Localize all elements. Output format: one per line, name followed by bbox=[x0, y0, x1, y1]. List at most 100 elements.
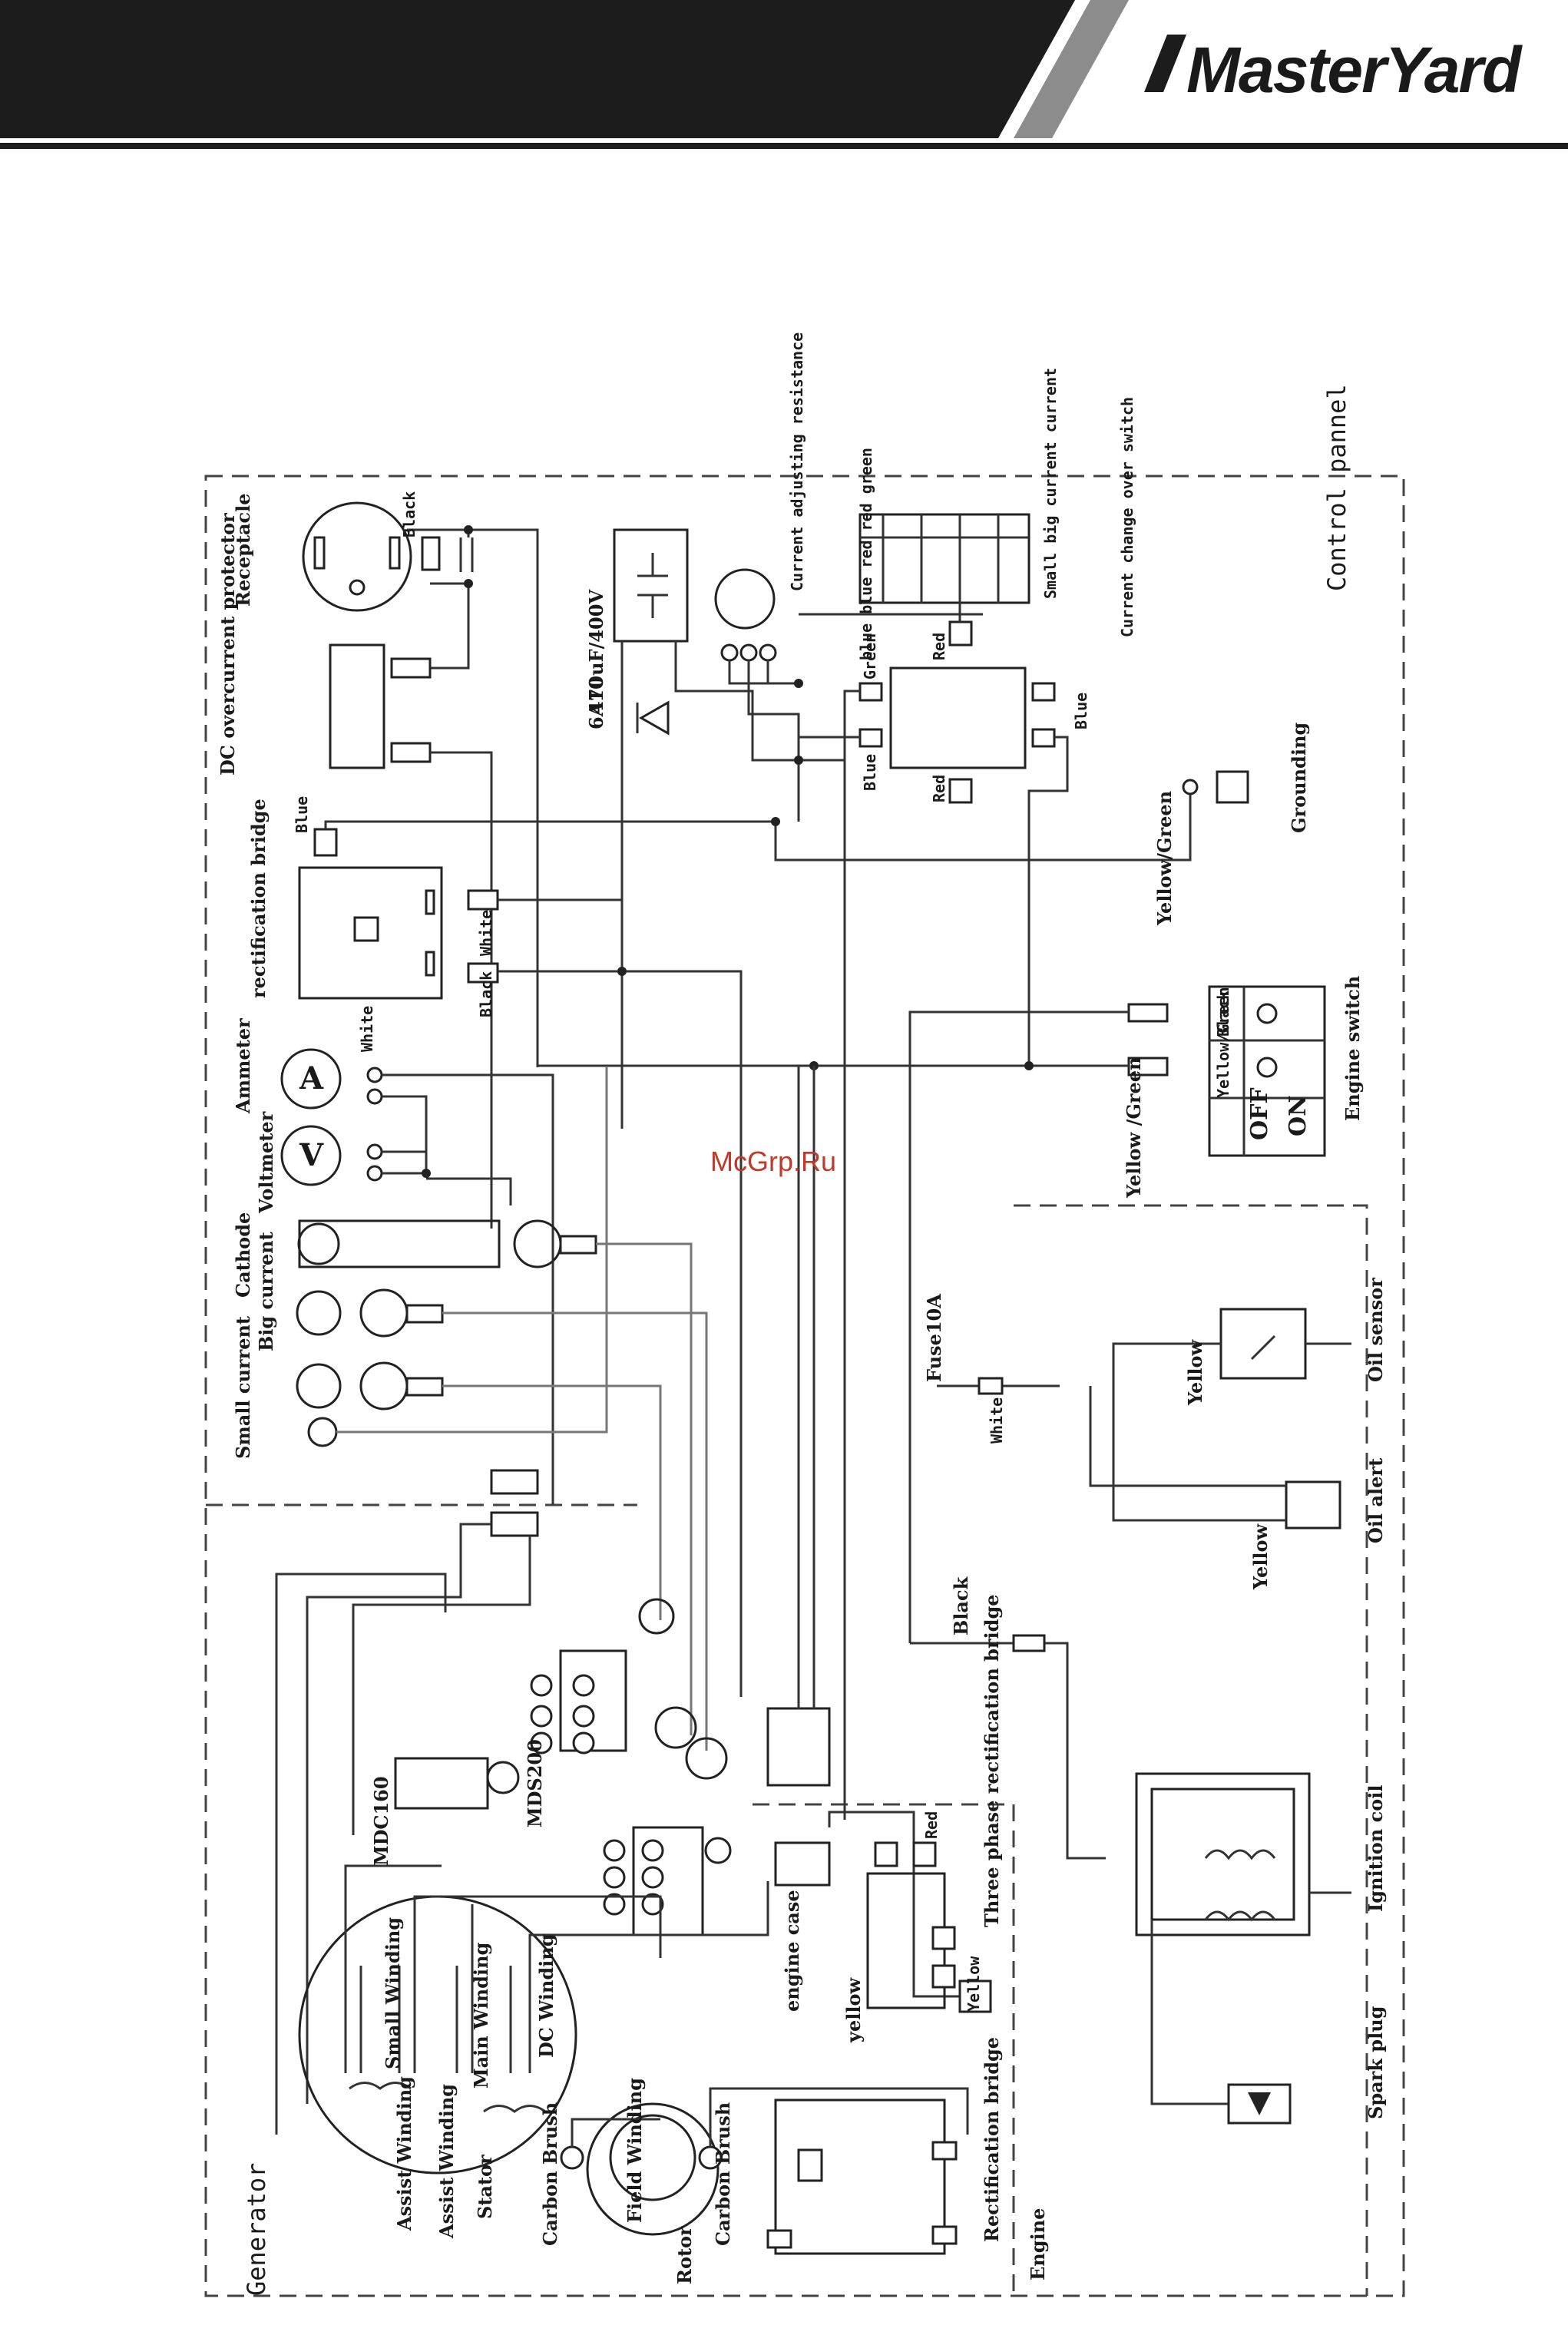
receptacle-black-label: Black bbox=[400, 491, 418, 537]
switch-table-grid bbox=[860, 514, 1029, 603]
switch-terminal-blue bbox=[1031, 682, 1056, 702]
diode-label: 6A10 bbox=[585, 676, 607, 729]
big-current-terminal bbox=[296, 1290, 342, 1336]
breaker-lug bbox=[704, 1837, 732, 1864]
mdc160-label: MDC160 bbox=[370, 1776, 392, 1866]
fuse-terminal bbox=[978, 1377, 1004, 1395]
switch-red-label-2: Red bbox=[930, 775, 948, 802]
capacitor-470uf bbox=[613, 528, 689, 643]
oil-sensor-switch bbox=[1250, 1334, 1276, 1361]
bridge-terminal-blue bbox=[313, 828, 338, 857]
switch-blue-label-2: Blue bbox=[1072, 693, 1090, 729]
black-connector bbox=[1012, 1634, 1046, 1652]
carbon-brush-label-2: Carbon Brush bbox=[712, 2102, 734, 2246]
capacitor-wiring bbox=[620, 641, 845, 971]
engine-bridge-terminal bbox=[766, 2229, 792, 2249]
mds200-label: MDS200 bbox=[524, 1739, 546, 1827]
breaker-terminal bbox=[572, 1674, 595, 1697]
carbon-brush-terminal bbox=[560, 2145, 584, 2170]
engine-yellow-label: yellow bbox=[842, 1977, 865, 2043]
junction-dot bbox=[422, 1169, 431, 1178]
small-current-terminal bbox=[296, 1363, 342, 1409]
ignition-coil bbox=[1135, 1772, 1311, 1936]
three-phase-label: Three phase rectification bridge bbox=[981, 1595, 1003, 1928]
dc-protector-label: DC overcurrent protector bbox=[217, 513, 239, 776]
switch-terminal-red bbox=[948, 620, 973, 647]
protector-wire bbox=[430, 751, 493, 1229]
voltmeter bbox=[280, 1125, 342, 1186]
yellow-green-label-2: Yellow /Green bbox=[1123, 1057, 1145, 1199]
stator-label: Stator bbox=[474, 2155, 496, 2219]
meter-wiring bbox=[382, 1073, 554, 1505]
banner-stripe bbox=[944, 0, 1075, 138]
junction-dot bbox=[771, 817, 780, 826]
brand-banner: MasterYard bbox=[0, 0, 1568, 149]
big-current-lug bbox=[359, 1288, 409, 1338]
switch-wiring bbox=[799, 603, 1069, 1098]
receptacle-resistor bbox=[421, 536, 441, 571]
junction-dot bbox=[464, 579, 473, 588]
change-over-label: Current change over switch bbox=[1118, 397, 1136, 637]
oil-wiring bbox=[937, 1342, 1351, 1522]
dc-overcurrent-protector bbox=[329, 643, 385, 769]
engine-switch-contact bbox=[1256, 1057, 1278, 1078]
watermark: McGrp.Ru bbox=[710, 1146, 836, 1177]
connector-block-white bbox=[490, 1469, 539, 1495]
meter-terminal bbox=[366, 1165, 383, 1182]
engine-switch-wiring bbox=[538, 791, 1129, 1643]
small-current-lug bbox=[359, 1361, 409, 1411]
receptacle-label: Receptacle bbox=[232, 493, 254, 607]
receptacle-slot-right bbox=[389, 536, 401, 570]
engine-switch bbox=[1208, 985, 1326, 1157]
breaker-terminal bbox=[603, 1893, 626, 1916]
ammeter-label: Ammeter bbox=[232, 1018, 254, 1114]
receptacle-wiring bbox=[407, 528, 539, 1067]
oil-alert-label: Oil alert bbox=[1365, 1458, 1387, 1543]
engine-case-ground bbox=[958, 1979, 992, 2013]
breaker-terminal bbox=[603, 1839, 626, 1862]
breaker-terminal bbox=[530, 1731, 553, 1754]
control-panel-title: Control pannel bbox=[1322, 384, 1351, 591]
three-phase-terminal bbox=[912, 1841, 937, 1867]
switch-table bbox=[858, 513, 1030, 604]
switch-red-label-1: Red bbox=[930, 633, 948, 660]
receptacle-slot-left bbox=[313, 536, 326, 570]
big-current-lug-tail bbox=[405, 1304, 444, 1324]
spark-plug-symbol bbox=[1248, 2092, 1271, 2115]
bridge-terminal-white bbox=[467, 889, 499, 911]
receptacle bbox=[302, 501, 474, 612]
brand-logo: MasterYard bbox=[1144, 34, 1524, 106]
current-adjusting-resistance bbox=[714, 568, 776, 630]
switch-terminal-green bbox=[858, 682, 883, 702]
engine-switch-grid bbox=[1209, 987, 1325, 1156]
rotor bbox=[586, 2102, 719, 2236]
three-phase-terminal bbox=[931, 1964, 956, 1989]
resistance-wiring bbox=[728, 613, 983, 822]
engine-switch-on-label: ON bbox=[1285, 1095, 1312, 1136]
protector-terminal-bottom bbox=[390, 742, 432, 763]
stator-wiring bbox=[275, 1573, 769, 2135]
voltmeter-label: Voltmeter bbox=[255, 1111, 277, 1214]
meter-terminal bbox=[366, 1067, 383, 1083]
stator-windings bbox=[344, 1966, 546, 2113]
fuse-label: Fuse10A bbox=[923, 1294, 945, 1382]
bridge-black-label: Black bbox=[477, 971, 495, 1017]
small-big-label: Small big current current bbox=[1041, 368, 1060, 599]
rect-bridge-label: rectification bridge bbox=[247, 799, 270, 998]
harness-wiring-lower bbox=[828, 1643, 960, 1998]
ground-lug bbox=[307, 1417, 338, 1447]
grounding bbox=[1216, 770, 1249, 804]
switch-terminal-blue bbox=[1031, 728, 1056, 748]
switch-terminal-red bbox=[948, 778, 973, 804]
engine-rectification-bridge bbox=[774, 2098, 946, 2255]
meter-terminal bbox=[366, 1088, 383, 1105]
three-phase-red-label: Red bbox=[922, 1811, 941, 1839]
three-phase-terminal bbox=[931, 1926, 956, 1950]
engine-label: Engine bbox=[1027, 2208, 1049, 2280]
resistance-terminal bbox=[739, 643, 758, 662]
output-posts bbox=[296, 1219, 597, 1447]
breaker-terminal bbox=[641, 1866, 664, 1889]
dc-winding-label: DC Winding bbox=[535, 1933, 557, 2058]
connector-block-white bbox=[490, 1511, 539, 1537]
meter-terminal bbox=[366, 1143, 383, 1160]
